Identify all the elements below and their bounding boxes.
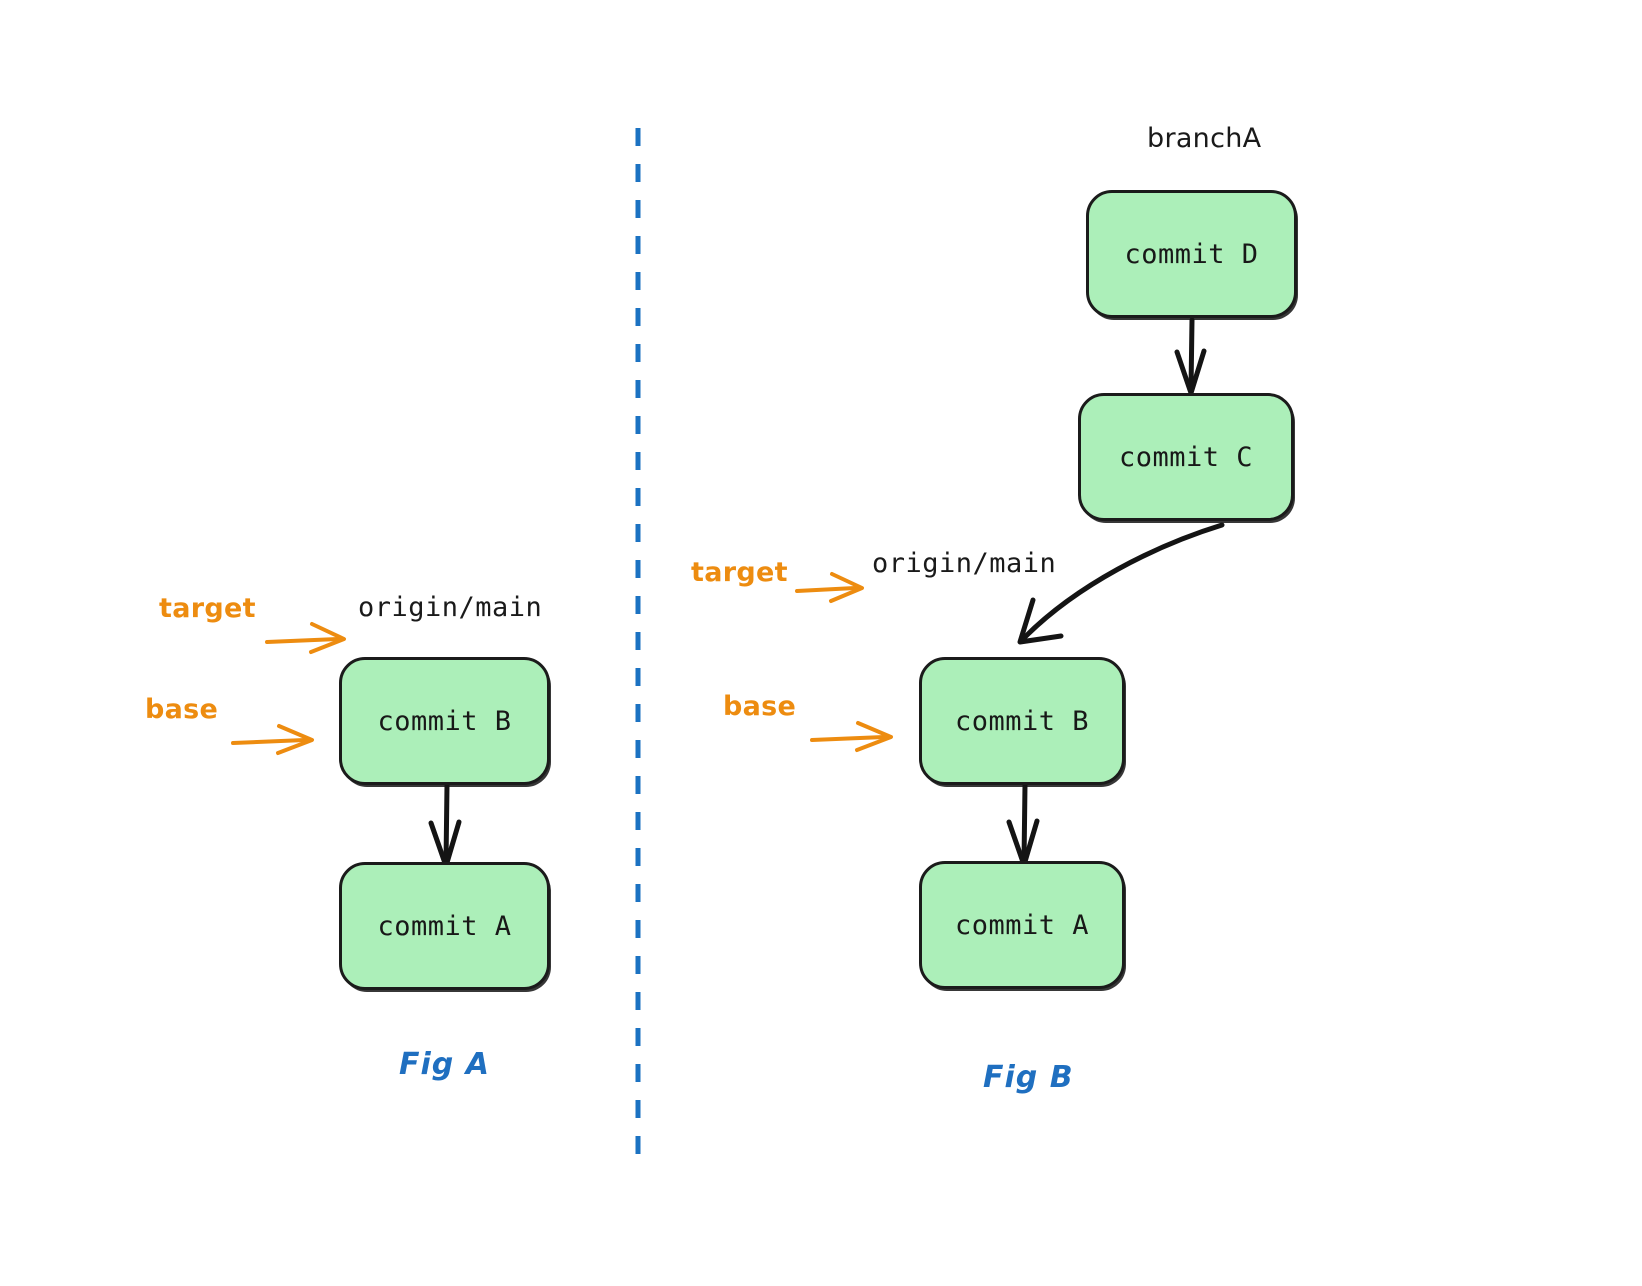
fig-b-commit-box-c[interactable]: commit C [1078,393,1294,521]
fig-b-base-annotation: base [723,691,797,722]
fig-b-base-arrow [810,721,893,752]
fig-a-target-arrow [265,622,346,654]
fig-b-commit-label-b: commit B [954,705,1090,737]
fig-b-target-arrow [795,572,864,603]
fig-a-edge-b-to-a [428,782,462,869]
fig-b-commit-box-b[interactable]: commit B [919,657,1125,785]
fig-b-edge-d-to-c [1174,317,1207,396]
fig-b-branch-label-brancha: branchA [1147,123,1262,154]
fig-a-commit-box-b[interactable]: commit B [339,657,550,785]
fig-b-commit-box-d[interactable]: commit D [1086,190,1297,318]
fig-b-target-annotation: target [691,557,788,588]
fig-a-base-arrow [231,724,314,755]
fig-a-branch-label-origin-main: origin/main [358,592,543,623]
fig-b-branch-label-origin-main: origin/main [872,548,1057,579]
fig-b-edge-b-to-a [1006,782,1040,868]
fig-a-commit-box-a[interactable]: commit A [339,862,550,990]
fig-a-commit-label-a: commit A [377,910,512,942]
fig-b-commit-label-a: commit A [954,909,1090,941]
fig-a-caption: Fig A [399,1047,490,1082]
fig-b-edge-c-to-b [1017,522,1225,645]
fig-a-target-annotation: target [159,593,256,624]
fig-b-commit-box-a[interactable]: commit A [919,861,1125,989]
fig-a-base-annotation: base [145,694,219,725]
fig-b-commit-label-c: commit C [1118,441,1254,473]
fig-b-caption: Fig B [983,1060,1074,1095]
fig-b-commit-label-d: commit D [1124,238,1259,270]
fig-a-commit-label-b: commit B [377,705,512,737]
